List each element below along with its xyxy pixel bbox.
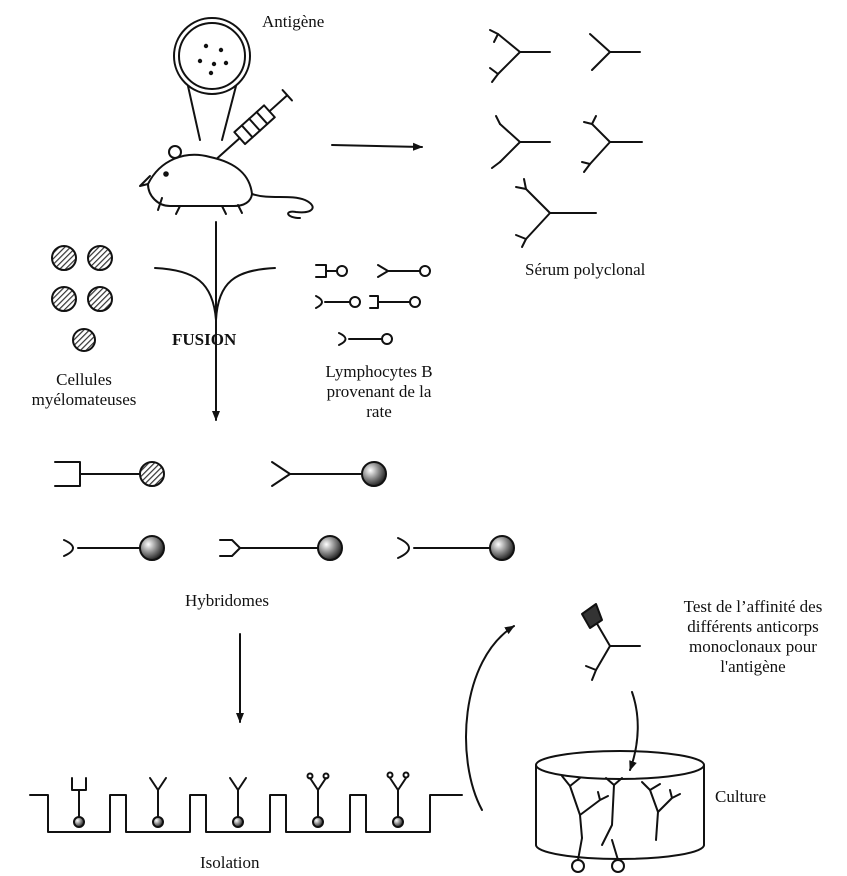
label-affinity-line-4: l'antigène bbox=[720, 657, 786, 676]
label-fusion: FUSION bbox=[172, 330, 237, 349]
label-lymphocytes-line-3: rate bbox=[366, 402, 392, 421]
label-antigen: Antigène bbox=[262, 12, 325, 31]
label-myeloma-cells: Cellules myélomateuses bbox=[32, 370, 137, 410]
myeloma-cells bbox=[51, 245, 113, 352]
arrow-to-serum bbox=[331, 142, 423, 151]
polyclonal-antibodies bbox=[489, 29, 643, 248]
culture-vessel bbox=[535, 750, 705, 873]
b-lymphocytes bbox=[315, 264, 431, 346]
label-lymphocytes-line-2: provenant de la bbox=[326, 382, 432, 401]
arrow-to-affinity-test bbox=[465, 625, 515, 811]
label-b-lymphocytes: Lymphocytes B provenant de la rate bbox=[325, 362, 432, 422]
label-myeloma-line-1: Cellules bbox=[56, 370, 112, 389]
affinity-test-antibody bbox=[581, 603, 641, 681]
label-affinity-line-2: différents anticorps bbox=[687, 617, 819, 636]
label-lymphocytes-line-1: Lymphocytes B bbox=[325, 362, 433, 381]
arrow-to-culture bbox=[629, 691, 639, 771]
mouse-icon bbox=[139, 145, 314, 219]
label-isolation: Isolation bbox=[200, 853, 260, 872]
label-myeloma-line-2: myélomateuses bbox=[31, 390, 137, 409]
label-hybridomas: Hybridomes bbox=[185, 591, 270, 610]
label-affinity-test: Test de l’affinité des différents antico… bbox=[684, 597, 823, 677]
syringe-icon bbox=[216, 89, 293, 160]
label-polyclonal-serum: Sérum polyclonal bbox=[525, 260, 646, 279]
label-affinity-line-3: monoclonaux pour bbox=[689, 637, 817, 656]
fusion-arrow bbox=[154, 221, 276, 421]
label-affinity-line-1: Test de l’affinité des bbox=[683, 597, 823, 616]
antigen-magnifier-icon bbox=[173, 17, 251, 141]
label-culture: Culture bbox=[715, 787, 766, 806]
hybridomas bbox=[54, 461, 515, 561]
isolation-wells bbox=[29, 771, 463, 833]
